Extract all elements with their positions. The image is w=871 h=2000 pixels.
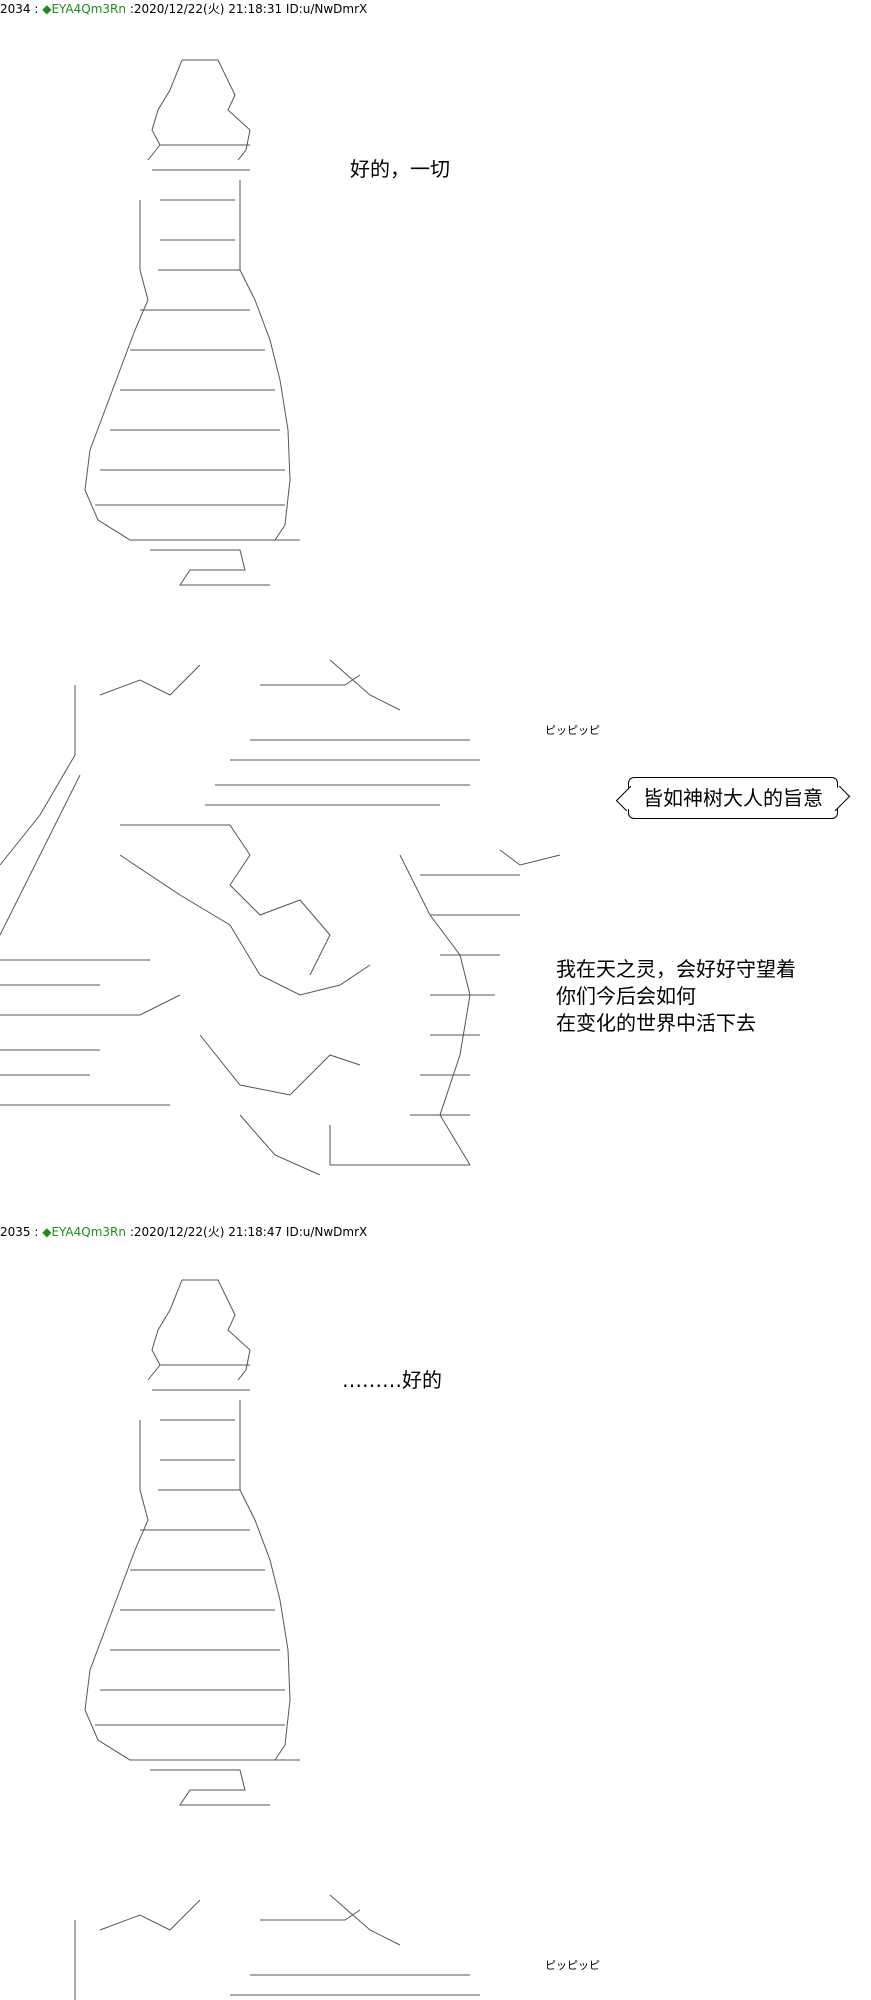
caption-post1-line: 好的，一切	[350, 157, 450, 181]
post-number: 2034	[0, 2, 31, 16]
post-trip[interactable]: EYA4Qm3Rn	[51, 1225, 126, 1239]
post-number: 2035	[0, 1225, 31, 1239]
post-datetime: :2020/12/22(火) 21:18:47 ID:u/NwDmrX	[126, 1225, 368, 1239]
post-separator: :	[30, 2, 43, 16]
trip-diamond-icon: ◆	[42, 2, 52, 16]
post-separator: :	[30, 1225, 43, 1239]
ascii-art-standing-figure	[40, 50, 300, 590]
post-header-2035: 2035 : ◆EYA4Qm3Rn :2020/12/22(火) 21:18:4…	[0, 1223, 367, 1241]
caption-post2-line: ………好的	[342, 1368, 442, 1392]
ascii-art-standing-figure-2	[40, 1270, 300, 1810]
post-header-2034: 2034 : ◆EYA4Qm3Rn :2020/12/22(火) 21:18:3…	[0, 0, 367, 18]
trip-diamond-icon: ◆	[42, 1225, 52, 1239]
caption-narration: 我在天之灵，会好好守望着 你们今后会如何 在变化的世界中活下去	[556, 957, 796, 1035]
speech-bubble-text: 皆如神树大人的旨意	[643, 786, 823, 810]
post-trip[interactable]: EYA4Qm3Rn	[51, 2, 126, 16]
ascii-art-scene-2	[0, 1890, 600, 2000]
speech-bubble: 皆如神树大人的旨意	[628, 777, 838, 819]
sfx-beeping: ピッピッピ	[545, 724, 600, 737]
sfx-beeping-2: ピッピッピ	[545, 1959, 600, 1972]
ascii-art-scene	[0, 655, 600, 1175]
post-datetime: :2020/12/22(火) 21:18:31 ID:u/NwDmrX	[126, 2, 368, 16]
